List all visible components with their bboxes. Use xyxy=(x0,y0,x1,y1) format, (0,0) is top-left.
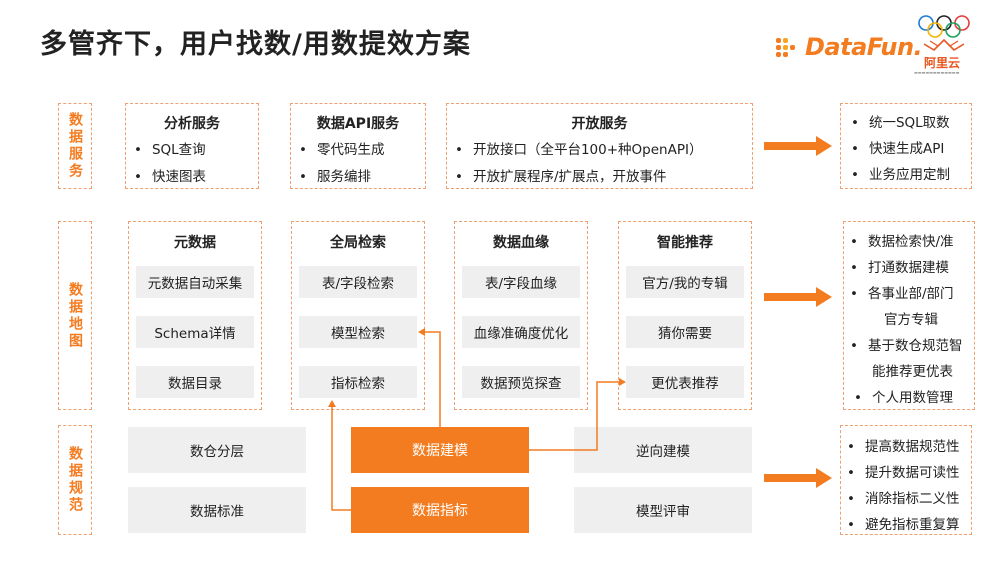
map-column-title: 元数据 xyxy=(174,235,216,251)
outcome-item: 业务应用定制 xyxy=(851,163,950,183)
map-cell: Schema详情 xyxy=(136,316,254,348)
outcome-arrow-service xyxy=(764,136,832,156)
olympic-rings-icon xyxy=(918,15,970,52)
map-column-title: 数据血缘 xyxy=(493,235,549,251)
aliyun-logo-text: 阿里云 xyxy=(924,56,961,70)
outcome-item: 避免指标重复算 xyxy=(847,513,960,533)
map-cell: 指标检索 xyxy=(299,366,417,398)
outcome-item: 数据检索快/准 xyxy=(850,230,954,250)
map-column-title: 全局检索 xyxy=(330,235,386,251)
service-title: 数据API服务 xyxy=(316,116,400,132)
row-label-standard: 数据规范 xyxy=(58,425,92,535)
service-box-data-api: 数据API服务 零代码生成 服务编排 xyxy=(290,103,426,189)
standard-cell-model-review: 模型评审 xyxy=(574,487,752,533)
outcome-item-continued: 能推荐更优表 xyxy=(872,364,953,380)
map-cell: 数据目录 xyxy=(136,366,254,398)
outcome-item: 各事业部/部门 xyxy=(850,282,954,302)
outcome-item: 提升数据可读性 xyxy=(847,461,960,481)
map-cell: 模型检索 xyxy=(299,316,417,348)
service-box-analysis: 分析服务 SQL查询 快速图表 xyxy=(125,103,259,189)
outcome-item: 快速生成API xyxy=(851,137,944,157)
service-box-open: 开放服务 开放接口（全平台100+种OpenAPI） 开放扩展程序/扩展点，开放… xyxy=(446,103,753,189)
outcome-box-map: 数据检索快/准 打通数据建模 各事业部/部门 官方专辑 基于数仓规范智 能推荐更… xyxy=(843,221,975,410)
datafun-logo-text: DataFun. xyxy=(805,33,923,61)
datafun-logo-mark-icon xyxy=(776,36,802,58)
connector-modeling-to-model-search xyxy=(424,331,441,427)
service-item: 开放扩展程序/扩展点，开放事件 xyxy=(455,165,667,185)
map-cell: 猜你需要 xyxy=(626,316,744,348)
service-title: 开放服务 xyxy=(571,116,628,132)
outcome-arrow-standard xyxy=(764,468,832,488)
aliyun-logo-subtext: ▬▬▬▬▬▬▬▬▬▬▬▬ xyxy=(914,70,960,75)
map-column-title: 智能推荐 xyxy=(657,235,713,251)
outcome-item: 基于数仓规范智 xyxy=(850,334,963,354)
outcome-item-continued: 官方专辑 xyxy=(884,312,938,328)
datafun-logo: DataFun. xyxy=(776,32,923,62)
map-cell: 官方/我的专辑 xyxy=(626,266,744,298)
page-title: 多管齐下，用户找数/用数提效方案 xyxy=(40,29,471,60)
outcome-item: 打通数据建模 xyxy=(850,256,949,276)
standard-cell-standard: 数据标准 xyxy=(128,487,306,533)
standard-cell-metrics: 数据指标 xyxy=(351,487,529,533)
outcome-arrow-map xyxy=(764,287,832,307)
outcome-item: 提高数据规范性 xyxy=(847,435,960,455)
standard-cell-modeling: 数据建模 xyxy=(351,427,529,473)
aliyun-logo: 阿里云 ▬▬▬▬▬▬▬▬▬▬▬▬ xyxy=(910,14,978,76)
map-cell: 表/字段检索 xyxy=(299,266,417,298)
map-cell: 更优表推荐 xyxy=(626,366,744,398)
service-title: 分析服务 xyxy=(164,116,220,132)
row-label-service: 数据服务 xyxy=(58,103,92,189)
service-item: 服务编排 xyxy=(299,165,371,185)
outcome-item: 个人用数管理 xyxy=(854,386,953,406)
outcome-box-standard: 提高数据规范性 提升数据可读性 消除指标二义性 避免指标重复算 xyxy=(840,425,972,535)
standard-cell-layering: 数仓分层 xyxy=(128,427,306,473)
service-item: SQL查询 xyxy=(134,138,206,158)
outcome-item: 消除指标二义性 xyxy=(847,487,960,507)
map-cell: 血缘准确度优化 xyxy=(462,316,580,348)
map-cell: 数据预览探查 xyxy=(462,366,580,398)
outcome-box-service: 统一SQL取数 快速生成API 业务应用定制 xyxy=(840,103,972,189)
service-item: 零代码生成 xyxy=(299,138,385,158)
service-item: 开放接口（全平台100+种OpenAPI） xyxy=(455,138,703,158)
standard-cell-reverse-modeling: 逆向建模 xyxy=(574,427,752,473)
map-cell: 元数据自动采集 xyxy=(136,266,254,298)
outcome-item: 统一SQL取数 xyxy=(851,111,950,131)
row-label-map: 数据地图 xyxy=(58,221,92,410)
service-item: 快速图表 xyxy=(134,165,206,185)
connector-metrics-to-metric-search xyxy=(331,406,351,511)
map-cell: 表/字段血缘 xyxy=(462,266,580,298)
